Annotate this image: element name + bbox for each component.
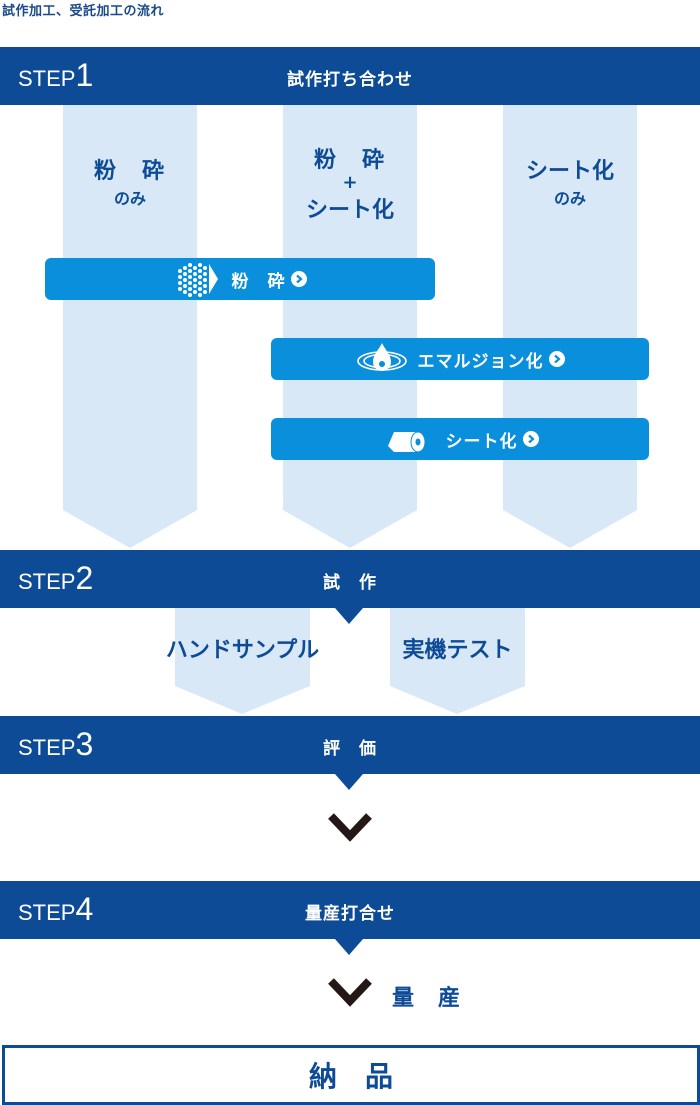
powder-bar-label: 粉 砕 — [231, 271, 286, 292]
step1-title: 試作打ち合わせ — [287, 70, 413, 90]
step2-title: 試 作 — [323, 573, 377, 593]
column-2-label: 粉 砕 + シート化 — [305, 148, 394, 223]
page-title: 試作加工、受託加工の流れ — [2, 4, 165, 19]
step3-label: STEP3 — [18, 726, 94, 762]
step2-label: STEP2 — [18, 560, 94, 596]
machine-test-arrow — [390, 608, 525, 714]
powder-icon — [174, 261, 218, 297]
emulsion-drop-icon — [356, 342, 408, 376]
step1-label: STEP1 — [18, 57, 94, 93]
step4-title: 量産打合せ — [305, 904, 395, 924]
hand-sample-label: ハンドサンプル — [165, 638, 320, 663]
step4-label: STEP4 — [18, 891, 94, 927]
step2-notch — [335, 608, 363, 624]
step3-band — [0, 716, 700, 774]
chevron-right-icon — [290, 271, 307, 287]
mass-production-label: 量 産 — [392, 986, 462, 1011]
step3-notch — [335, 774, 363, 790]
step3-title: 評 価 — [323, 739, 377, 759]
chevron-right-icon — [548, 351, 565, 367]
powder-bar[interactable]: 粉 砕 — [45, 258, 435, 300]
machine-test-label: 実機テスト — [402, 638, 513, 663]
step2-band — [0, 550, 700, 608]
sheet-roll-icon — [382, 424, 428, 454]
sheet-bar[interactable]: シート化 — [271, 418, 649, 460]
column-1-label: 粉 砕 のみ — [93, 159, 166, 208]
emulsion-bar[interactable]: エマルジョン化 — [271, 338, 649, 380]
step1-band — [0, 47, 700, 105]
emulsion-bar-label: エマルジョン化 — [417, 351, 544, 372]
step4-notch — [335, 939, 363, 955]
delivery-label: 納品 — [308, 1060, 421, 1093]
delivery-box: 納品 — [2, 1045, 700, 1105]
sheet-bar-label: シート化 — [445, 431, 518, 452]
chevron-right-icon — [522, 431, 539, 447]
step2-arrows — [175, 608, 525, 714]
hand-sample-arrow — [175, 608, 310, 714]
column-arrow-1 — [63, 105, 197, 548]
step4-band — [0, 881, 700, 939]
chevron-down-icon — [328, 978, 372, 1007]
column-3-label: シート化 のみ — [525, 159, 614, 208]
chevron-down-icon — [328, 813, 372, 842]
